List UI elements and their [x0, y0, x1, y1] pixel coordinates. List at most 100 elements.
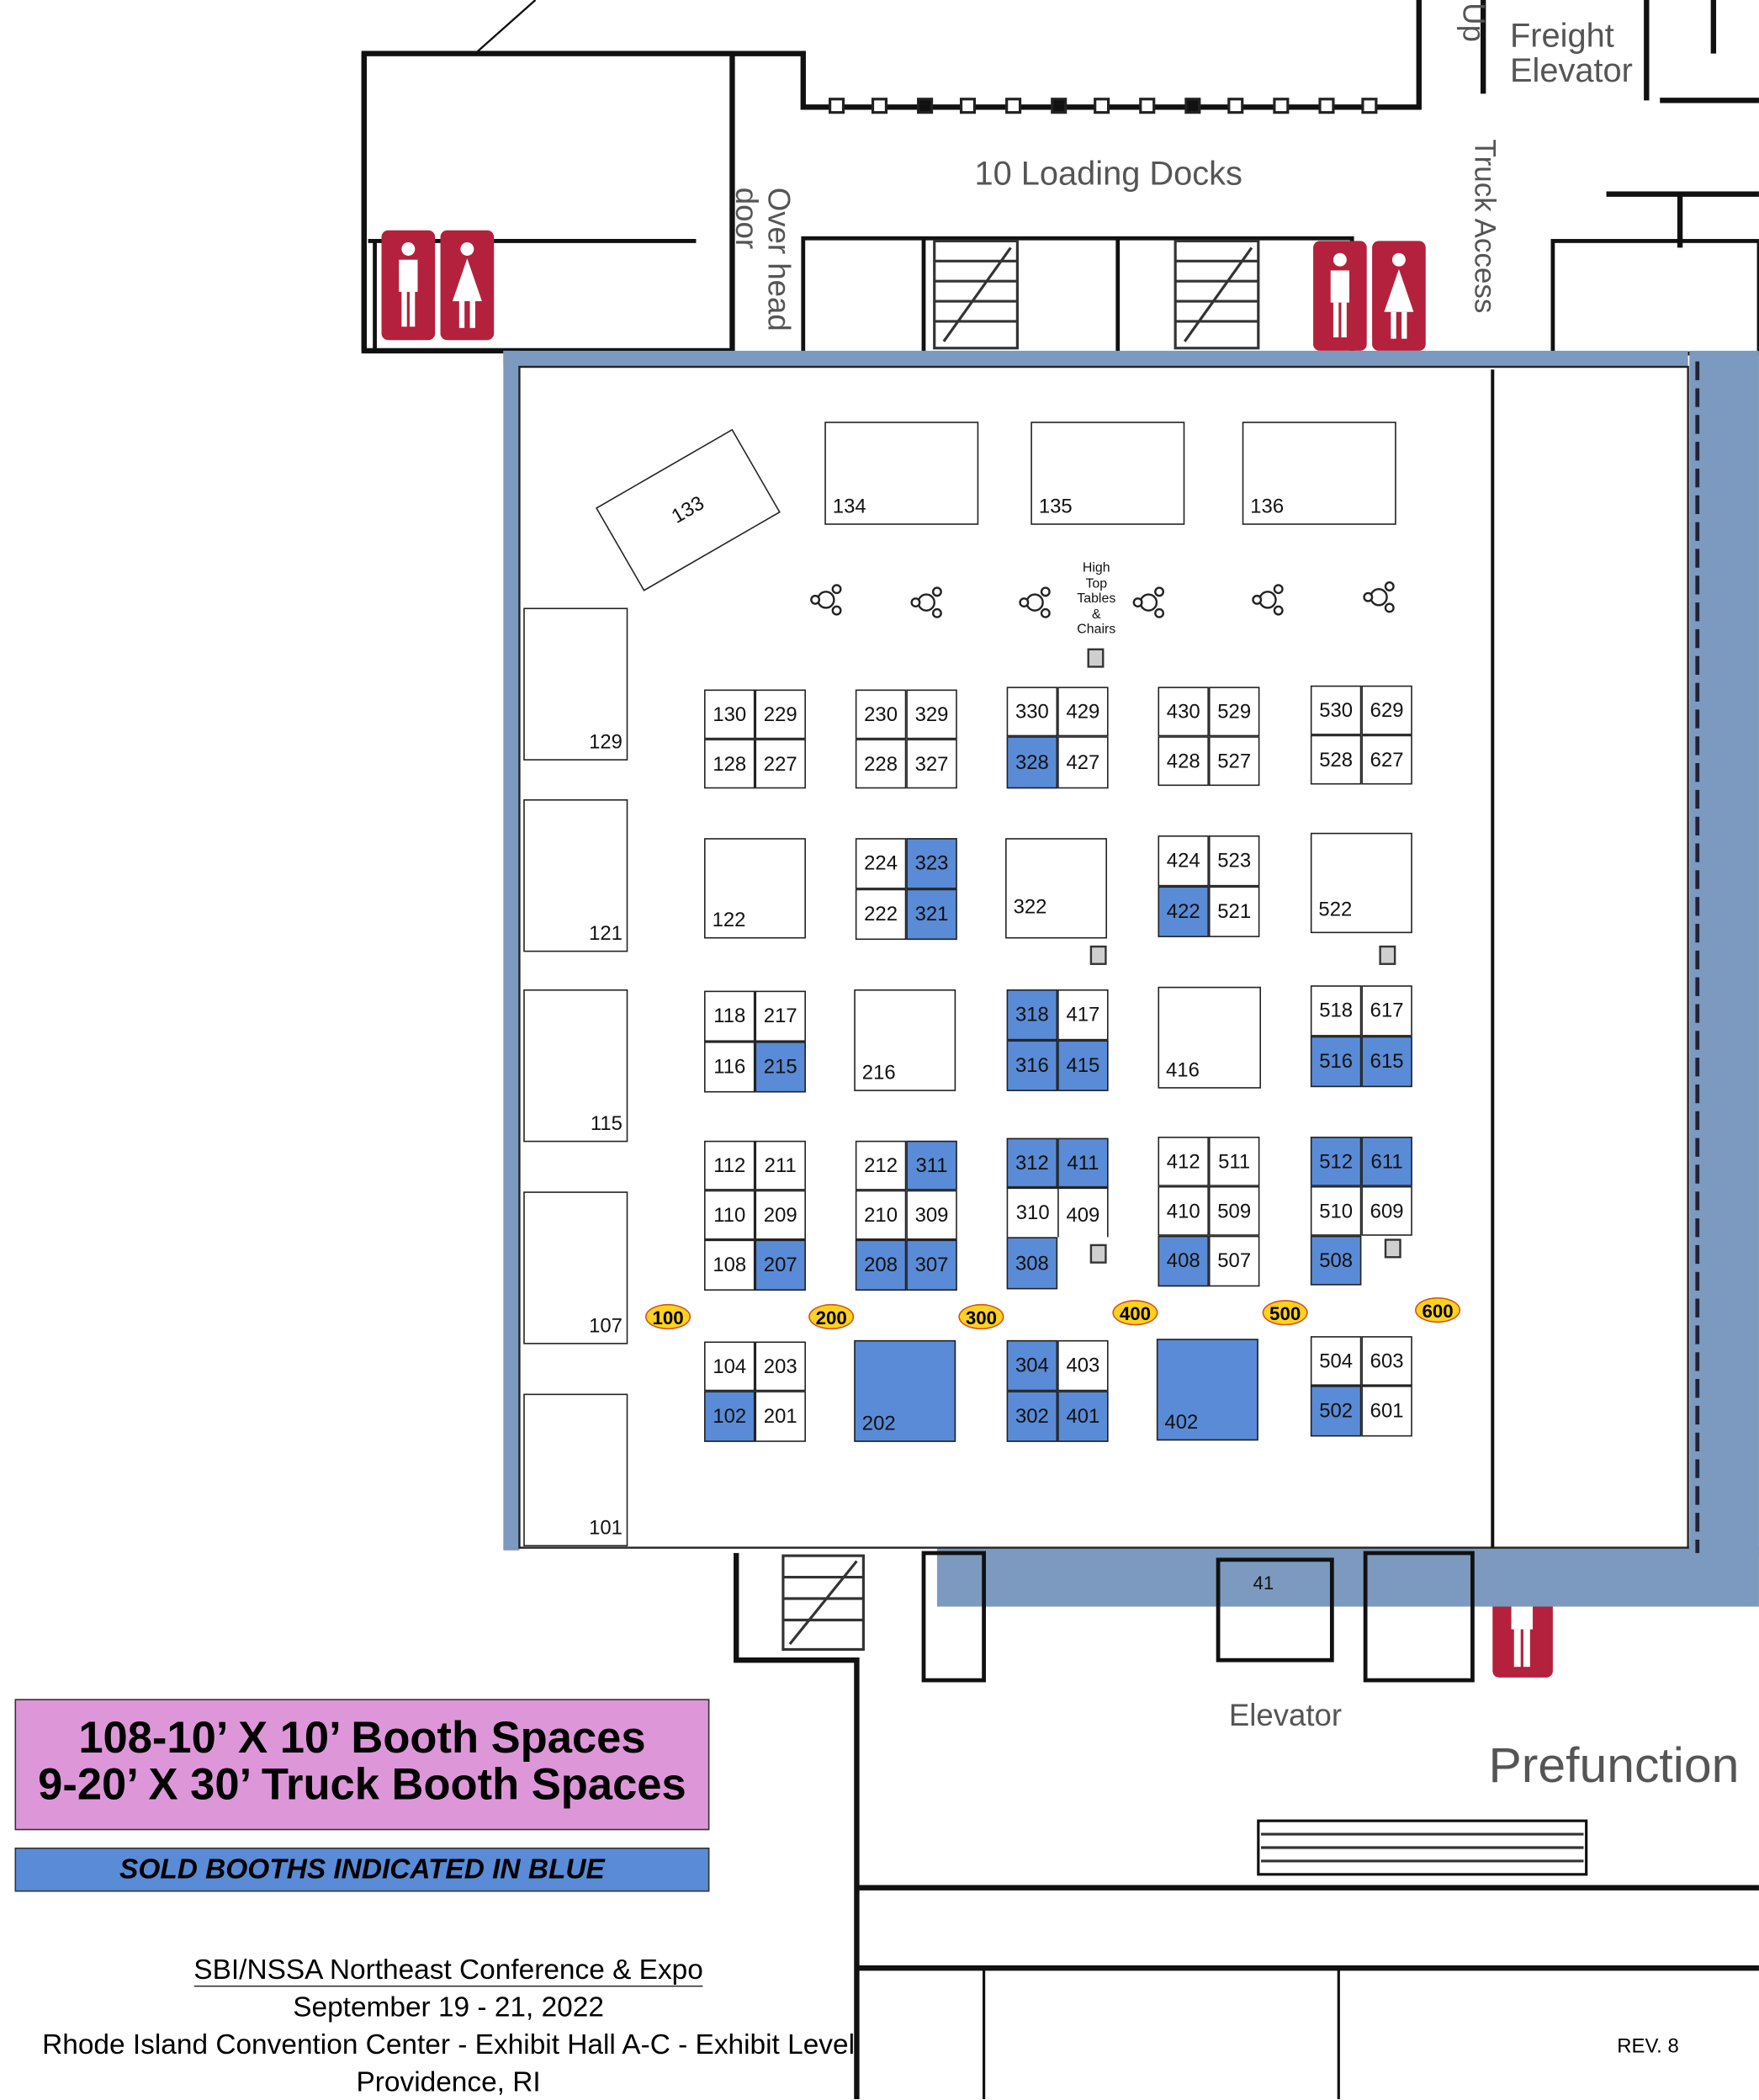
booth-207[interactable]: 207: [755, 1239, 806, 1291]
booth-430[interactable]: 430: [1158, 687, 1209, 737]
booth-107[interactable]: 107: [523, 1191, 628, 1344]
booth-208[interactable]: 208: [855, 1239, 907, 1291]
booth-311[interactable]: 311: [906, 1140, 957, 1191]
booth-130[interactable]: 130: [704, 689, 755, 740]
booth-215[interactable]: 215: [755, 1042, 806, 1093]
booth-427[interactable]: 427: [1057, 736, 1109, 789]
booth-330[interactable]: 330: [1006, 687, 1058, 737]
booth-521[interactable]: 521: [1208, 886, 1260, 937]
booth-329[interactable]: 329: [906, 689, 957, 740]
booth-328[interactable]: 328: [1006, 736, 1058, 789]
booth-136[interactable]: 136: [1242, 422, 1396, 525]
booth-203[interactable]: 203: [755, 1341, 806, 1392]
booth-134[interactable]: 134: [824, 422, 979, 525]
booth-212[interactable]: 212: [855, 1140, 907, 1191]
booth-230[interactable]: 230: [855, 689, 907, 740]
booth-229[interactable]: 229: [755, 689, 806, 740]
booth-529[interactable]: 529: [1208, 687, 1260, 737]
booth-424[interactable]: 424: [1158, 835, 1209, 887]
booth-316[interactable]: 316: [1006, 1040, 1058, 1091]
booth-402[interactable]: 402: [1156, 1339, 1258, 1441]
booth-number: 527: [1217, 750, 1252, 773]
booth-508[interactable]: 508: [1310, 1235, 1362, 1286]
booth-323[interactable]: 323: [906, 838, 957, 889]
booth-401[interactable]: 401: [1057, 1391, 1109, 1442]
booth-102[interactable]: 102: [704, 1391, 755, 1442]
booth-309[interactable]: 309: [906, 1190, 957, 1240]
booth-122[interactable]: 122: [704, 838, 806, 939]
booth-304[interactable]: 304: [1006, 1339, 1058, 1392]
booth-412[interactable]: 412: [1158, 1137, 1209, 1186]
booth-115[interactable]: 115: [523, 989, 628, 1143]
booth-511[interactable]: 511: [1208, 1137, 1260, 1186]
booth-522[interactable]: 522: [1310, 832, 1412, 934]
booth-310[interactable]: 310: [1006, 1187, 1058, 1238]
booth-307[interactable]: 307: [906, 1239, 957, 1291]
booth-128[interactable]: 128: [704, 739, 755, 789]
booth-601[interactable]: 601: [1361, 1385, 1412, 1437]
booth-615[interactable]: 615: [1361, 1036, 1412, 1088]
booth-227[interactable]: 227: [755, 739, 806, 789]
booth-112[interactable]: 112: [704, 1140, 755, 1191]
booth-228[interactable]: 228: [855, 739, 907, 789]
booth-629[interactable]: 629: [1361, 685, 1412, 735]
booth-528[interactable]: 528: [1310, 734, 1362, 785]
booth-312[interactable]: 312: [1006, 1138, 1058, 1188]
booth-504[interactable]: 504: [1310, 1336, 1362, 1386]
booth-416[interactable]: 416: [1158, 986, 1262, 1089]
freight-elevator-label: Freight Elevator: [1510, 19, 1633, 88]
booth-530[interactable]: 530: [1310, 685, 1362, 735]
booth-104[interactable]: 104: [704, 1341, 755, 1392]
booth-603[interactable]: 603: [1361, 1336, 1412, 1386]
booth-211[interactable]: 211: [755, 1140, 806, 1191]
booth-129[interactable]: 129: [523, 607, 628, 761]
booth-209[interactable]: 209: [755, 1190, 806, 1240]
booth-101[interactable]: 101: [523, 1393, 628, 1546]
booth-110[interactable]: 110: [704, 1190, 755, 1240]
booth-422[interactable]: 422: [1158, 886, 1209, 937]
booth-121[interactable]: 121: [523, 799, 628, 952]
booth-308[interactable]: 308: [1006, 1237, 1058, 1290]
booth-201[interactable]: 201: [755, 1391, 806, 1442]
booth-116[interactable]: 116: [704, 1042, 755, 1093]
booth-428[interactable]: 428: [1158, 736, 1209, 787]
booth-302[interactable]: 302: [1006, 1391, 1058, 1442]
booth-135[interactable]: 135: [1030, 422, 1185, 525]
booth-403[interactable]: 403: [1057, 1339, 1109, 1392]
booth-318[interactable]: 318: [1006, 989, 1058, 1041]
booth-415[interactable]: 415: [1057, 1040, 1109, 1091]
booth-216[interactable]: 216: [854, 989, 956, 1091]
event-title: SBI/NSSA Northeast Conference & Expo: [0, 1954, 897, 1987]
booth-408[interactable]: 408: [1158, 1235, 1209, 1287]
booth-516[interactable]: 516: [1310, 1036, 1362, 1088]
booth-410[interactable]: 410: [1158, 1185, 1209, 1236]
booth-409[interactable]: 409: [1057, 1187, 1109, 1238]
booth-210[interactable]: 210: [855, 1190, 907, 1240]
booth-509[interactable]: 509: [1208, 1185, 1260, 1236]
booth-108[interactable]: 108: [704, 1239, 755, 1291]
booth-321[interactable]: 321: [906, 888, 957, 941]
booth-527[interactable]: 527: [1208, 736, 1260, 787]
booth-224[interactable]: 224: [855, 838, 907, 889]
booth-627[interactable]: 627: [1361, 734, 1412, 785]
booth-611[interactable]: 611: [1361, 1137, 1412, 1186]
booth-617[interactable]: 617: [1361, 985, 1412, 1037]
booth-217[interactable]: 217: [755, 990, 806, 1042]
booth-429[interactable]: 429: [1057, 687, 1109, 737]
booth-507[interactable]: 507: [1208, 1235, 1260, 1287]
booth-411[interactable]: 411: [1057, 1138, 1109, 1188]
booth-502[interactable]: 502: [1310, 1385, 1362, 1437]
booth-518[interactable]: 518: [1310, 985, 1362, 1037]
booth-523[interactable]: 523: [1208, 835, 1260, 887]
high-top-line3: Tables: [1077, 591, 1116, 607]
booth-222[interactable]: 222: [855, 888, 907, 941]
booth-118[interactable]: 118: [704, 990, 755, 1042]
booth-510[interactable]: 510: [1310, 1185, 1362, 1236]
booth-322[interactable]: 322: [1005, 838, 1108, 939]
booth-327[interactable]: 327: [906, 739, 957, 789]
booth-202[interactable]: 202: [854, 1339, 956, 1442]
booth-609[interactable]: 609: [1361, 1185, 1412, 1236]
room-number: 41: [1253, 1572, 1274, 1594]
booth-417[interactable]: 417: [1057, 989, 1109, 1041]
booth-512[interactable]: 512: [1310, 1137, 1362, 1186]
